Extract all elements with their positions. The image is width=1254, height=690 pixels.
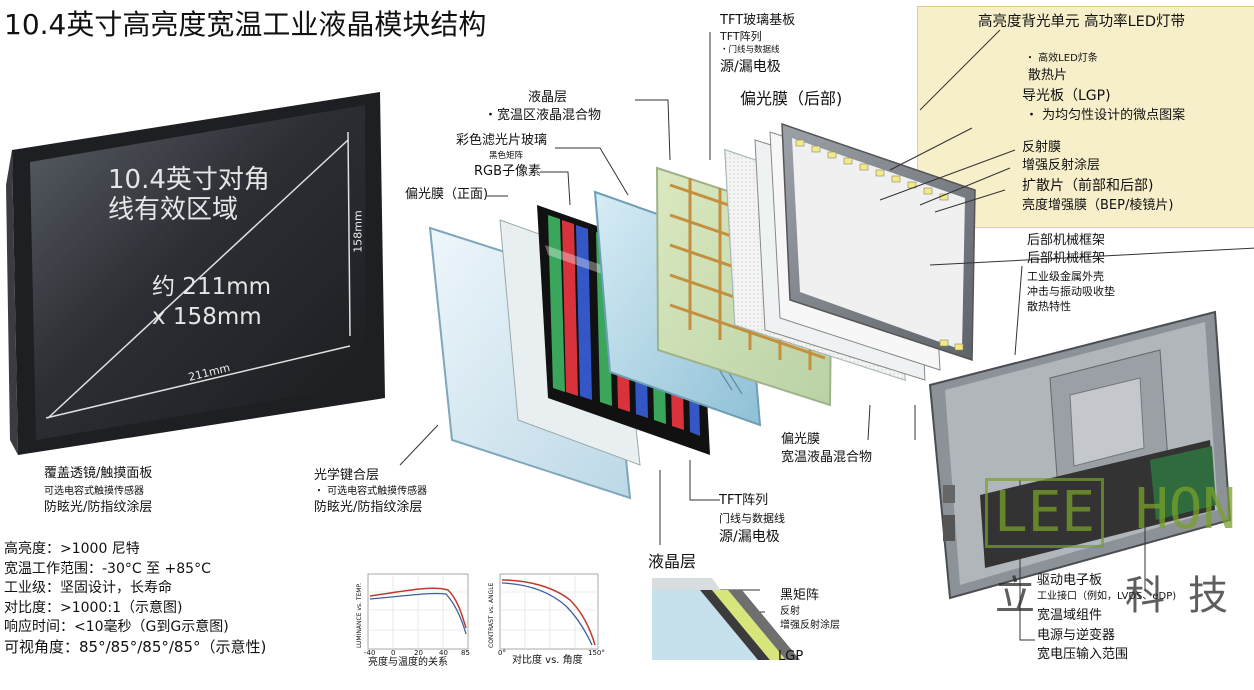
label-bond-touch: ・ 可选电容式触摸传感器 — [314, 486, 428, 497]
rear-chassis-illustration — [928, 310, 1232, 600]
spec-item: 可视角度：85°/85°/85°/85°（示意性) — [4, 637, 267, 656]
label-rear-frame-1: 后部机械框架 — [1027, 233, 1106, 248]
callout-heading: 高亮度背光单元 高功率LED灯带 — [978, 14, 1186, 30]
chart1-tick: 40 — [439, 649, 448, 657]
page-title: 10.4英寸高亮度宽温工业液晶模块结构 — [4, 8, 487, 41]
label-lc-mix-2: 宽温液晶混合物 — [781, 450, 873, 465]
label-lc-layer: 液晶层 — [528, 90, 568, 105]
label-polarizer-front: 偏光膜（正面) — [405, 187, 489, 202]
chart2-ylabel: CONTRAST vs. ANGLE — [488, 582, 495, 648]
label-lc-mix: ・宽温区液晶混合物 — [484, 108, 602, 123]
chart2-tick: 150° — [588, 649, 605, 657]
callout-line: 散热片 — [1028, 68, 1068, 83]
label-optical-bond: 光学键合层 — [314, 468, 380, 483]
label-tft-array-2: TFT阵列 — [719, 493, 769, 508]
monitor-illustration — [6, 92, 385, 455]
callout-line: 扩散片（前部和后部) — [1022, 178, 1154, 194]
chart2-caption: 对比度 vs. 角度 — [512, 655, 583, 666]
label-metal-shell: 工业级金属外壳 — [1027, 270, 1104, 283]
label-color-filter: 彩色滤光片玻璃 — [456, 133, 548, 148]
spec-list: 高亮度：>1000 尼特 宽温工作范围：-30°C 至 +85°C 工业级：坚固… — [4, 540, 266, 657]
label-interface: 工业接口（例如，LVDS、eDP) — [1037, 591, 1177, 602]
label-polarizer-rear: 偏光膜（后部) — [740, 89, 843, 108]
label-cover-lens: 覆盖透镜/触摸面板 — [44, 466, 153, 481]
label-black-matrix-2: 黑矩阵 — [780, 588, 820, 603]
label-gate-data: ・门线与数据线 — [720, 45, 780, 55]
label-black-matrix: 黑色矩阵 — [489, 151, 524, 161]
label-rgb: RGB子像素 — [474, 164, 542, 179]
label-source-drain-2: 源/漏电极 — [719, 529, 780, 545]
spec-item: 对比度：>1000:1（示意图) — [4, 599, 183, 616]
label-bond-coating: 防眩光/防指纹涂层 — [314, 500, 423, 515]
chart1-tick: 85 — [461, 649, 470, 657]
chart1-tick: 0 — [391, 649, 396, 657]
label-driver-board: 驱动电子板 — [1037, 573, 1103, 588]
chart1-tick: -40 — [364, 649, 376, 657]
dimension-height: 158mm — [351, 210, 365, 253]
callout-line: ・ 为均匀性设计的微点图案 — [1025, 108, 1186, 123]
label-shock-pad: 冲击与振动吸收垫 — [1027, 285, 1115, 298]
callout-line: 亮度增强膜（BEP/棱镜片) — [1022, 198, 1174, 213]
label-cover-touch: 可选电容式触摸传感器 — [44, 486, 144, 497]
label-lgp: LGP — [778, 649, 804, 664]
label-tft-glass: TFT玻璃基板 — [720, 13, 796, 28]
label-cover-coating: 防眩光/防指纹涂层 — [44, 500, 153, 515]
cross-section-inset — [652, 578, 800, 660]
label-wide-temp: 宽温域组件 — [1037, 608, 1103, 623]
watermark-char: 立 — [995, 573, 1035, 619]
spec-item: 高亮度：>1000 尼特 — [4, 541, 140, 557]
label-power: 电源与逆变器 — [1037, 628, 1116, 643]
monitor-diagonal-label: 10.4英寸对角线有效区域 — [108, 165, 270, 225]
spec-item: 响应时间：<10毫秒（G到G示意图) — [4, 619, 229, 635]
chart2-tick: 0° — [498, 649, 506, 657]
label-reflect-coating: 增强反射涂层 — [780, 620, 840, 631]
label-polarizer-2: 偏光膜 — [781, 432, 821, 447]
label-lc-layer-2: 液晶层 — [648, 552, 697, 571]
watermark-logo-2: HON — [1135, 477, 1237, 542]
watermark-char: 科 — [1125, 573, 1165, 619]
label-voltage: 宽电压输入范围 — [1037, 647, 1129, 662]
label-rear-frame-2: 后部机械框架 — [1027, 251, 1106, 266]
chart1-tick: 20 — [414, 649, 423, 657]
chart1-ylabel: LUMINANCE vs. TEMP. — [356, 582, 363, 648]
watermark-logo: LEE — [985, 478, 1105, 548]
watermark-char: 技 — [1188, 573, 1228, 619]
chart1-caption: 亮度与温度的关系 — [368, 657, 448, 668]
callout-line: ・ 高效LED灯条 — [1025, 53, 1098, 64]
spec-item: 宽温工作范围：-30°C 至 +85°C — [4, 560, 211, 577]
callout-line: 反射膜 — [1022, 140, 1062, 155]
backlight-layers — [754, 122, 976, 381]
label-heat: 散热特性 — [1027, 300, 1071, 313]
spec-item: 工业级：坚固设计，长寿命 — [4, 580, 172, 596]
chart-contrast-angle — [499, 573, 599, 650]
label-source-drain: 源/漏电极 — [720, 59, 781, 75]
label-reflect: 反射 — [780, 606, 800, 617]
label-tft-array: TFT阵列 — [720, 30, 762, 43]
chart-luminance-temp — [367, 573, 469, 650]
callout-line: 增强反射涂层 — [1022, 158, 1101, 173]
label-gate-data-2: 门线与数据线 — [719, 512, 785, 525]
callout-line: 导光板（LGP) — [1022, 88, 1111, 104]
